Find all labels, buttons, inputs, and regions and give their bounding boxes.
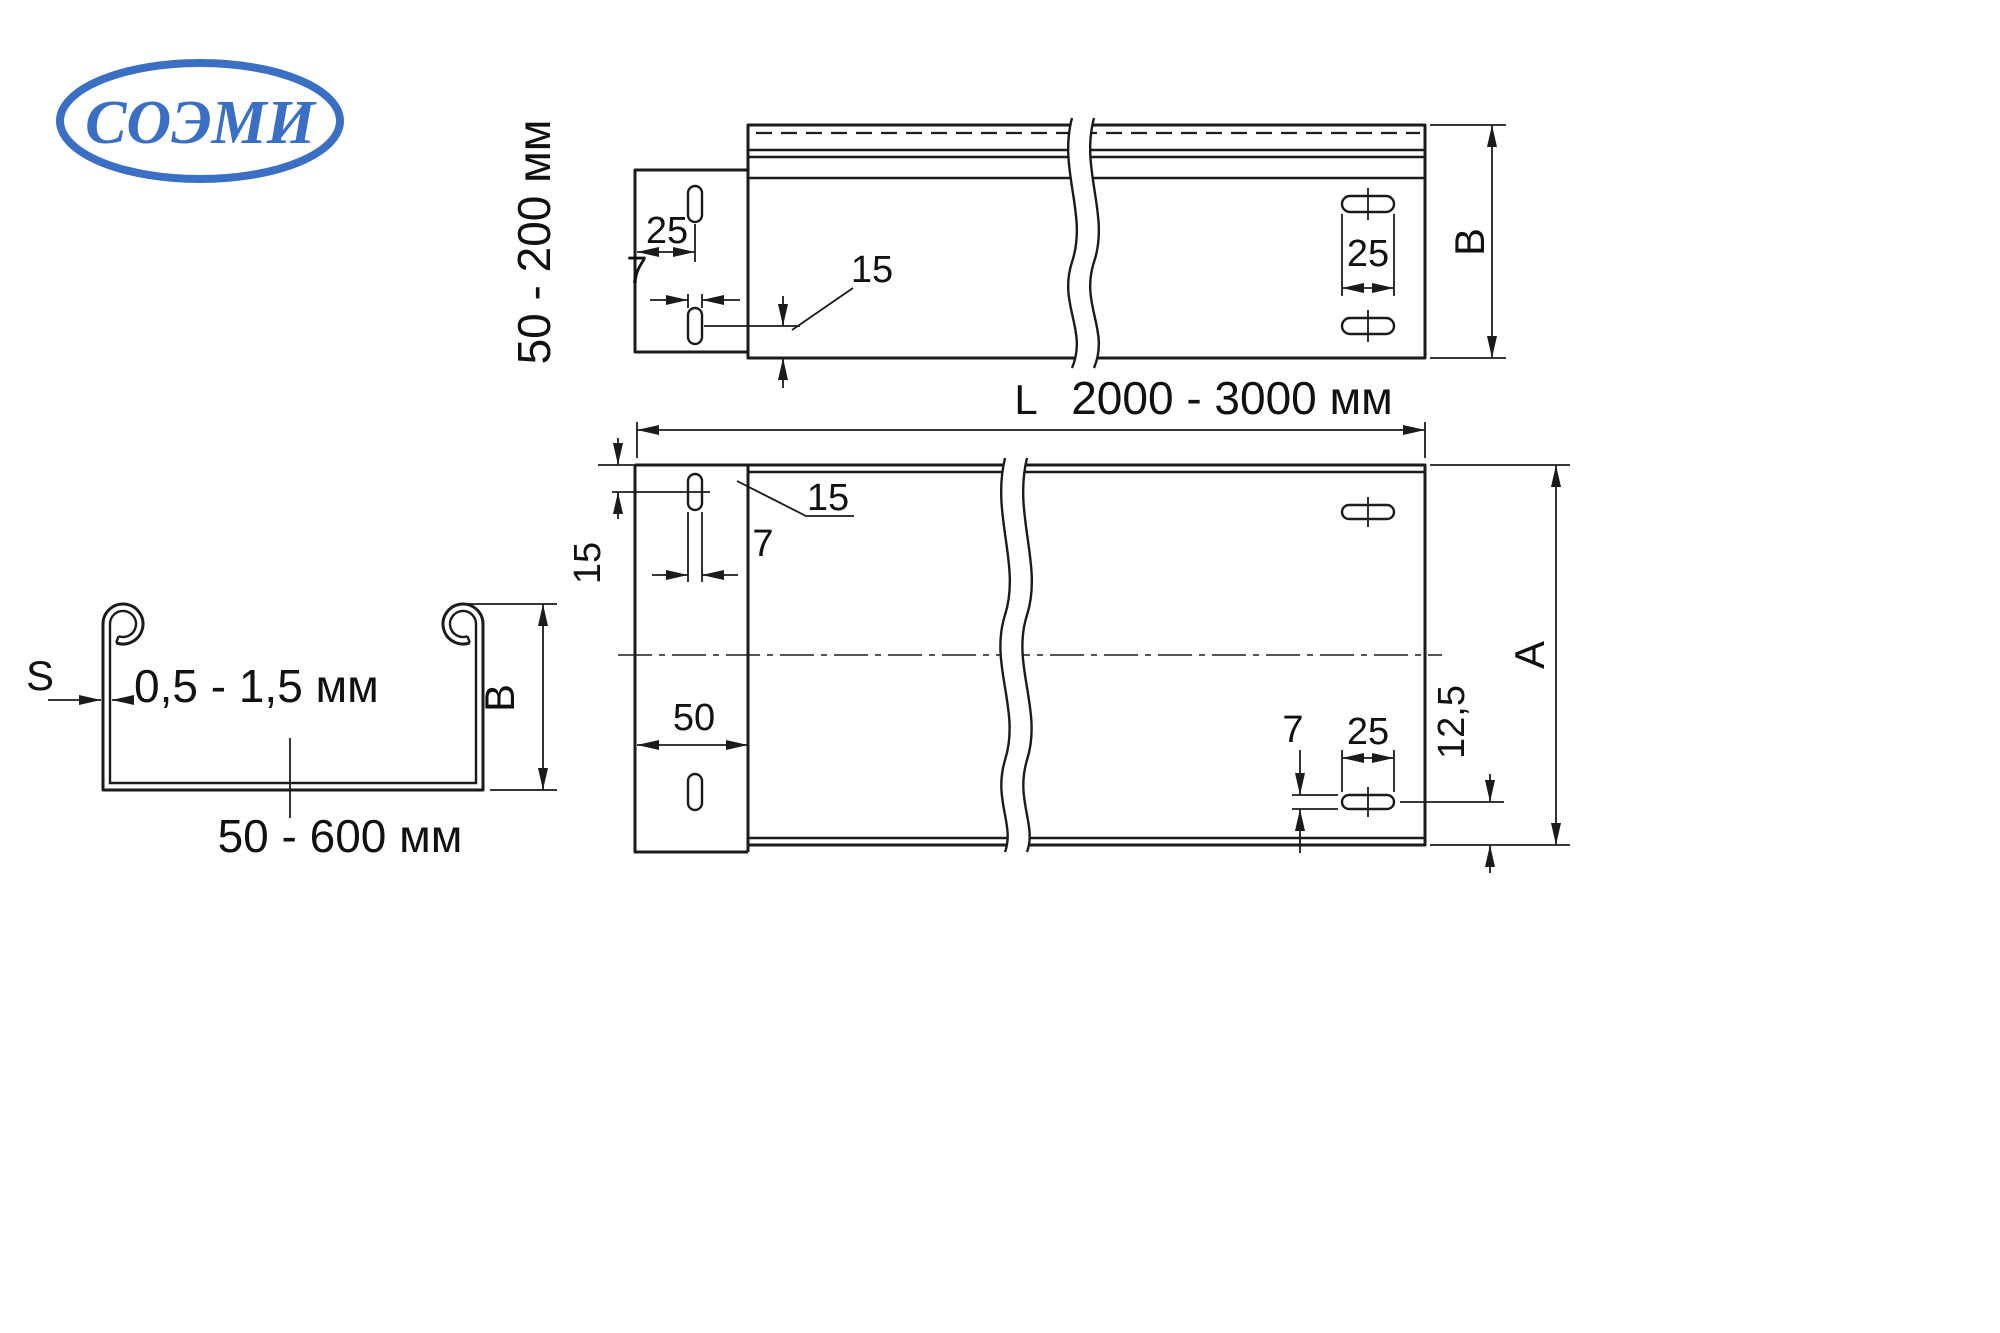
ext-line [687,512,703,582]
arrowhead [666,570,688,580]
dim-letter-l-label: L [1014,376,1037,423]
dim-15-slot-label: 15 [807,477,849,519]
ext-line [1430,124,1506,359]
section-width-range-label: 50 - 600 мм [218,810,463,862]
dim-25-left-label: 25 [646,210,688,252]
plan-body-outline [635,463,1427,847]
soemi-logo: СОЭМИ [56,59,344,183]
length-range-label: 2000 - 3000 мм [1071,372,1393,424]
arrowhead [637,740,659,750]
dim-25-right-label: 25 [1347,233,1389,275]
logo-ellipse [56,59,344,183]
arrowhead [538,604,548,626]
section-left-curl-outer [101,602,145,646]
section-outer-outline [101,624,485,792]
section-view: S 0,5 - 1,5 мм B 50 - 600 мм [26,602,557,862]
ext-line [1341,750,1395,792]
section-profile [101,602,485,818]
arrowhead [702,295,724,305]
arrowhead [778,358,788,380]
dim-7-slot-label: 7 [752,523,773,565]
leader-line [736,480,854,517]
ext-line [1292,794,1338,810]
arrowhead [666,295,688,305]
arrowhead [613,492,623,514]
arrowhead [112,695,134,705]
arrowhead [726,740,748,750]
section-right-curl-inner [448,609,478,639]
slot-plan-bottom-left [686,772,704,812]
ext-line [636,422,1426,458]
arrowhead [778,304,788,326]
plan-view-break [999,457,1034,853]
plan-view: L 2000 - 3000 мм 15 7 15 50 [567,372,1570,873]
arrowhead [673,247,695,257]
dim-letter-s-label: S [26,652,54,699]
side-view-slots [686,184,1396,346]
dim-50-flange-label: 50 [673,697,715,739]
dim-15-bottom-label: 15 [851,249,893,291]
plan-view-outline [618,463,1442,854]
section-right-curl-tip [466,635,471,644]
arrowhead [1551,465,1561,487]
arrowhead [1551,823,1561,845]
break-band [1068,118,1099,368]
break-line [1067,117,1079,369]
arrowhead [538,768,548,790]
ext-line [687,294,703,308]
side-height-range-label: 50 - 200 мм [508,120,560,365]
arrowhead [1372,283,1394,293]
arrowhead [1485,845,1495,867]
dim-7-bottom-label: 7 [1282,709,1303,751]
side-view-outline [633,123,1427,360]
side-flange-outline [633,168,748,354]
arrowhead [1372,753,1394,763]
section-left-curl-inner [108,609,138,639]
ext-line [1430,464,1570,846]
plan-view-slots [612,472,1396,817]
plan-view-dimensions: L 2000 - 3000 мм 15 7 15 50 [567,372,1570,873]
arrowhead [1342,753,1364,763]
section-right-curl-outer [441,602,485,646]
dim-letter-b-section: B [476,684,523,712]
dim-25-bottom-label: 25 [1347,711,1389,753]
side-view-break [1067,117,1101,369]
ext-line [1341,214,1395,296]
section-dimensions: S 0,5 - 1,5 мм B 50 - 600 мм [26,603,557,862]
slot-flange-top [686,184,704,224]
side-view: 25 7 15 25 B 50 [508,117,1506,388]
leader-line [791,287,854,331]
arrowhead [1403,425,1425,435]
dim-15-edge-label: 15 [567,542,609,584]
dim-7-slot-label: 7 [626,250,647,292]
slot-flange-bottom [686,306,704,346]
arrowhead [613,443,623,465]
break-line [1021,457,1034,853]
dim-letter-a-label: A [1506,641,1553,669]
arrowhead [1485,780,1495,802]
arrowhead [1487,125,1497,147]
dim-12-5-label: 12,5 [1431,685,1473,759]
arrowhead [702,570,724,580]
arrowhead [1295,773,1305,795]
logo-text: СОЭМИ [85,89,317,157]
side-body-outline [746,123,1427,360]
thickness-range-label: 0,5 - 1,5 мм [134,660,379,712]
section-left-curl-tip [115,635,120,644]
section-inner-outline [108,624,478,785]
break-line [1089,117,1101,369]
dim-letter-b-side: B [1446,228,1493,256]
arrowhead [1295,809,1305,831]
plan-flange-outline [633,465,748,854]
break-line [999,457,1012,853]
arrowhead [79,695,101,705]
arrowhead [1487,336,1497,358]
arrowhead [637,425,659,435]
side-view-dimensions: 25 7 15 25 B 50 [508,120,1506,388]
arrowhead [1342,283,1364,293]
arrowhead [637,247,659,257]
